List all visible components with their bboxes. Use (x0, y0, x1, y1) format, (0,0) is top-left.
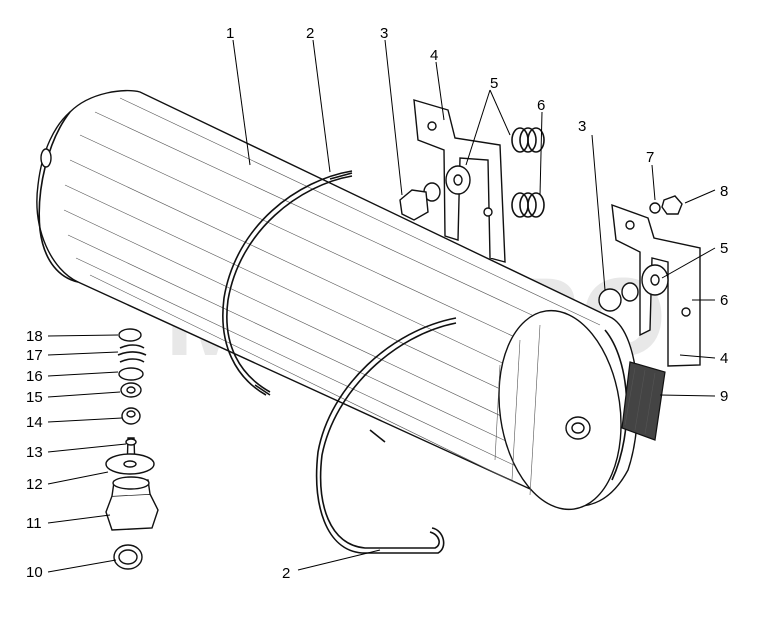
callout-2-lower: 2 (282, 565, 290, 582)
callout-16: 16 (26, 368, 43, 385)
callout-labels: 1 2 2 3 3 4 4 5 5 6 6 7 8 9 10 11 12 13 … (26, 25, 728, 582)
callout-1: 1 (226, 25, 234, 42)
strap-1 (222, 170, 353, 396)
callout-14: 14 (26, 414, 43, 431)
callout-15: 15 (26, 389, 43, 406)
bracket-upper (399, 99, 545, 263)
callout-17: 17 (26, 347, 43, 364)
callout-5-upper: 5 (490, 75, 498, 92)
callout-13: 13 (26, 444, 43, 461)
callout-11: 11 (26, 515, 42, 532)
callout-2-upper: 2 (306, 25, 314, 42)
callout-10: 10 (26, 564, 43, 581)
callout-3-lower: 3 (578, 118, 586, 135)
air-tank (36, 89, 639, 511)
strap-2 (315, 317, 457, 554)
leader-lines (47, 39, 716, 573)
callout-4-lower: 4 (720, 350, 728, 367)
callout-7: 7 (646, 149, 654, 166)
callout-4-upper: 4 (430, 47, 438, 64)
bracket-lower (598, 195, 701, 441)
callout-6-upper: 6 (537, 97, 545, 114)
callout-3-upper: 3 (380, 25, 388, 42)
callout-12: 12 (26, 476, 43, 493)
callout-9: 9 (720, 388, 728, 405)
callout-5-lower: 5 (720, 240, 728, 257)
drain-valve-parts (105, 328, 159, 570)
callout-8: 8 (720, 183, 728, 200)
callout-18: 18 (26, 328, 43, 345)
callout-6-lower: 6 (720, 292, 728, 309)
